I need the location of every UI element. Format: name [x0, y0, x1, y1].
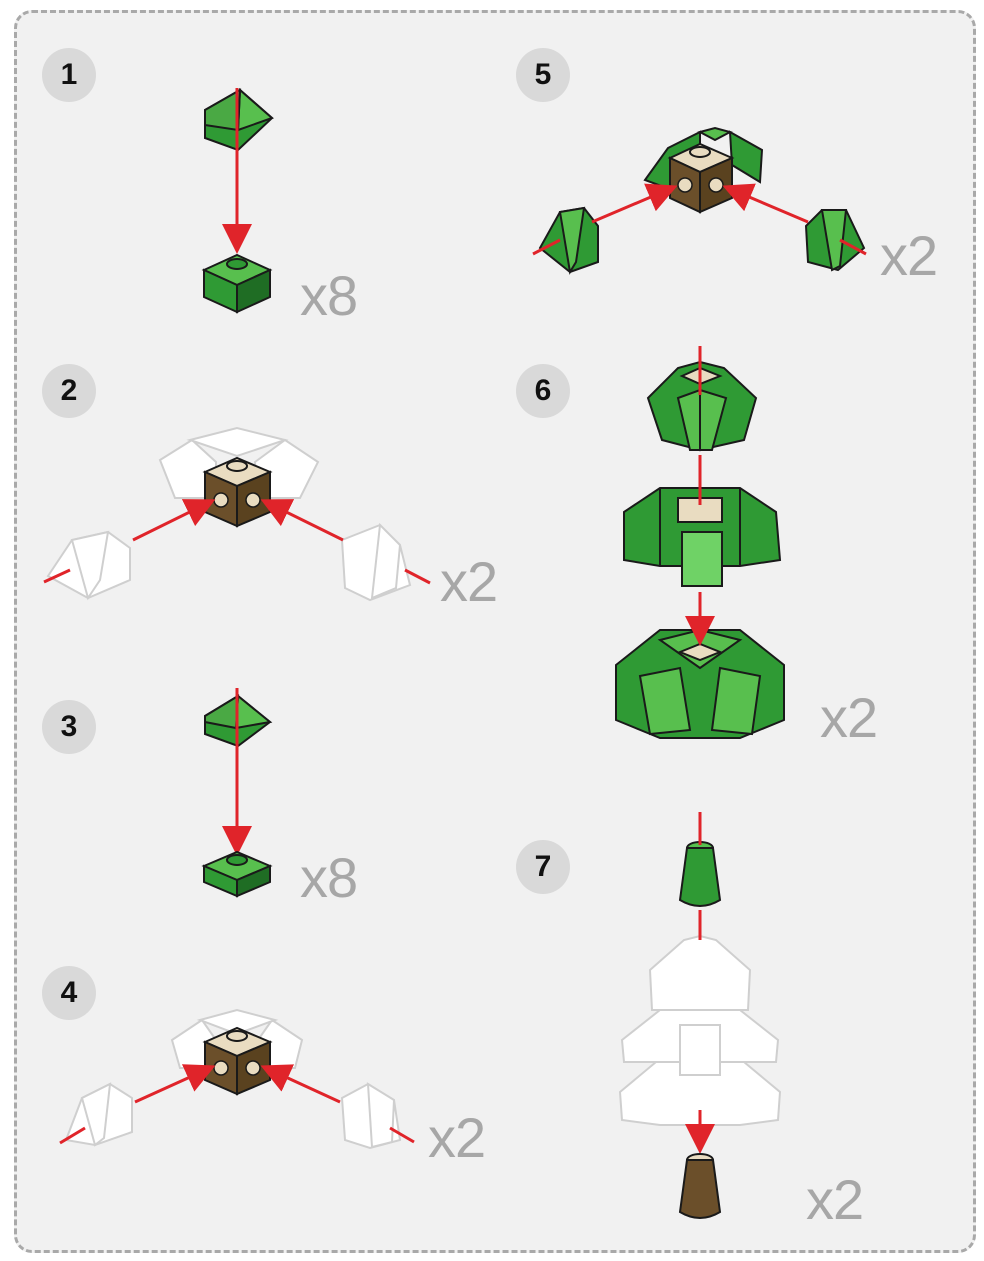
- step-6-number-badge: 6: [516, 364, 570, 418]
- step-2-quantity: x2: [440, 550, 498, 613]
- step-2-diagram: [43, 426, 431, 602]
- step-7-green-cone: [678, 841, 722, 907]
- step-4-diagram: [59, 1008, 415, 1150]
- step-4-number-badge: 4: [42, 966, 96, 1020]
- step-3-diagram: [201, 688, 273, 898]
- step-6-quantity: x2: [820, 686, 878, 749]
- step-2-number-badge: 2: [42, 364, 96, 418]
- step-5-quantity: x2: [880, 224, 938, 287]
- step-1-diagram: [201, 87, 274, 314]
- step-6-bottom-tier: [615, 628, 785, 739]
- step-7-number-badge: 7: [516, 840, 570, 894]
- step-7-brown-cone: [678, 1153, 722, 1219]
- step-5-side-slope-right: [804, 209, 866, 272]
- step-7-diagram: [618, 812, 782, 1219]
- step-7-quantity: x2: [806, 1168, 864, 1231]
- step-7-ghost-tree: [618, 934, 782, 1126]
- step-4-center-brick: [202, 1026, 273, 1096]
- step-4-quantity: x2: [428, 1106, 486, 1169]
- step-6-diagram: [615, 346, 785, 739]
- step-5-center-brick: [667, 142, 735, 214]
- step-3-number-badge: 3: [42, 700, 96, 754]
- step-6-middle-tier: [623, 487, 782, 587]
- step-1-number-badge: 1: [42, 48, 96, 102]
- step-1-square-brick: [201, 253, 273, 314]
- step-3-quantity: x8: [300, 846, 358, 909]
- step-5-side-slope-left: [538, 206, 599, 275]
- step-5-number-badge: 5: [516, 48, 570, 102]
- step-2-center-brick: [202, 456, 273, 528]
- step-6-top-tier: [646, 360, 758, 452]
- step-1-quantity: x8: [300, 264, 358, 327]
- step-3-plate: [201, 850, 273, 898]
- step-5-diagram: [532, 126, 867, 275]
